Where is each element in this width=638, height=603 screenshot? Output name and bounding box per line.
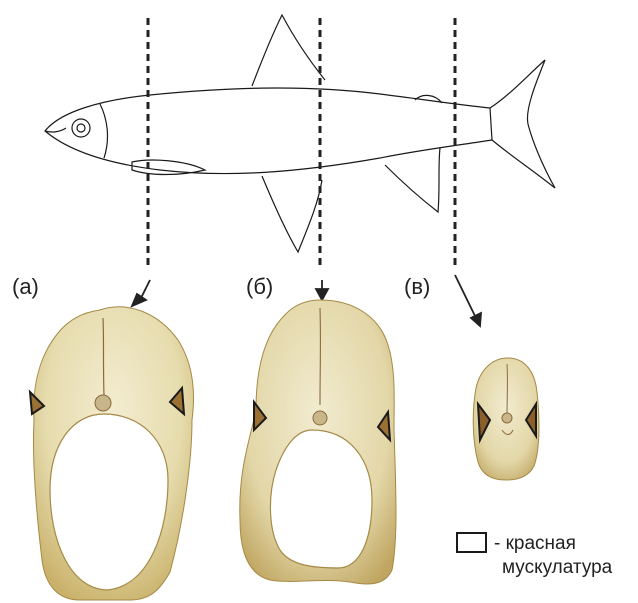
cross-section-a — [30, 307, 193, 600]
section-lines — [148, 18, 455, 270]
cross-section-c — [473, 358, 539, 480]
label-c: (в) — [404, 274, 430, 300]
arrow-c — [455, 275, 476, 318]
cross-section-b-cavity — [270, 430, 372, 568]
legend-swatch — [457, 533, 486, 552]
label-a: (а) — [12, 274, 39, 300]
label-b: (б) — [246, 274, 273, 300]
spine-c — [502, 413, 512, 423]
fish-outline — [45, 15, 555, 252]
spine-a — [95, 395, 111, 411]
legend-line-1: - красная — [494, 532, 576, 555]
legend-line-2: мускулатура — [502, 556, 612, 579]
cross-section-b — [240, 300, 396, 584]
spine-b — [313, 411, 327, 425]
